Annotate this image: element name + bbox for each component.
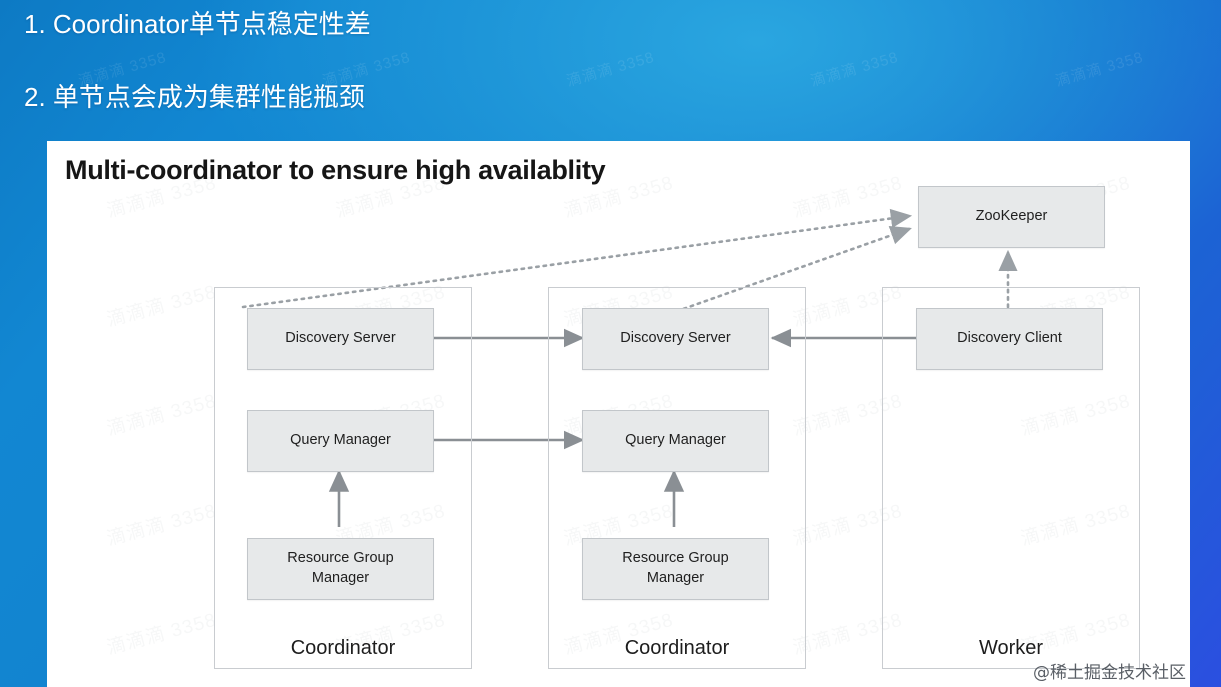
- node-zookeeper[interactable]: ZooKeeper: [918, 186, 1105, 248]
- slide-panel: 滴滴滴 3358 滴滴滴 3358 滴滴滴 3358 滴滴滴 3358 滴滴滴 …: [47, 141, 1190, 687]
- architecture-diagram: ZooKeeper Coordinator Discovery Server Q…: [47, 141, 1190, 687]
- corner-watermark: @稀土掘金技术社区: [1033, 663, 1186, 683]
- slide-title: Multi-coordinator to ensure high availab…: [65, 155, 606, 185]
- node-zookeeper-label: ZooKeeper: [975, 208, 1048, 225]
- group-coordinator-1-label: Coordinator: [290, 637, 396, 659]
- node-discovery-server-1-label: Discovery Server: [285, 330, 396, 347]
- group-coordinator-2: Coordinator: [548, 287, 806, 669]
- node-query-manager-1-label: Query Manager: [290, 432, 391, 449]
- group-coordinator-2-label: Coordinator: [624, 637, 730, 659]
- node-resource-group-manager-2-line2: Manager: [646, 570, 705, 586]
- headline-bullets: 1. Coordinator单节点稳定性差 2. 单节点会成为集群性能瓶颈: [24, 8, 824, 153]
- bullet-item-1: 1. Coordinator单节点稳定性差: [24, 9, 371, 39]
- group-worker-label: Worker: [978, 637, 1044, 659]
- node-resource-group-manager-1-line1: Resource Group: [287, 550, 394, 567]
- bullet-item-2: 2. 单节点会成为集群性能瓶颈: [24, 81, 365, 112]
- node-resource-group-manager-2[interactable]: Resource Group Manager: [582, 538, 769, 600]
- node-discovery-server-2-label: Discovery Server: [620, 330, 731, 347]
- node-query-manager-1[interactable]: Query Manager: [247, 410, 434, 472]
- node-discovery-server-1[interactable]: Discovery Server: [247, 308, 434, 370]
- node-query-manager-2[interactable]: Query Manager: [582, 410, 769, 472]
- node-discovery-server-2[interactable]: Discovery Server: [582, 308, 769, 370]
- node-resource-group-manager-1[interactable]: Resource Group Manager: [247, 538, 434, 600]
- watermark-tile: 滴滴滴 3358: [1053, 48, 1146, 91]
- group-worker: Worker: [882, 287, 1140, 669]
- node-resource-group-manager-2-line1: Resource Group: [622, 550, 729, 567]
- node-query-manager-2-label: Query Manager: [625, 432, 726, 449]
- node-resource-group-manager-1-line2: Manager: [311, 570, 370, 586]
- group-coordinator-1: Coordinator: [214, 287, 472, 669]
- node-discovery-client[interactable]: Discovery Client: [916, 308, 1103, 370]
- node-discovery-client-label: Discovery Client: [957, 330, 1062, 347]
